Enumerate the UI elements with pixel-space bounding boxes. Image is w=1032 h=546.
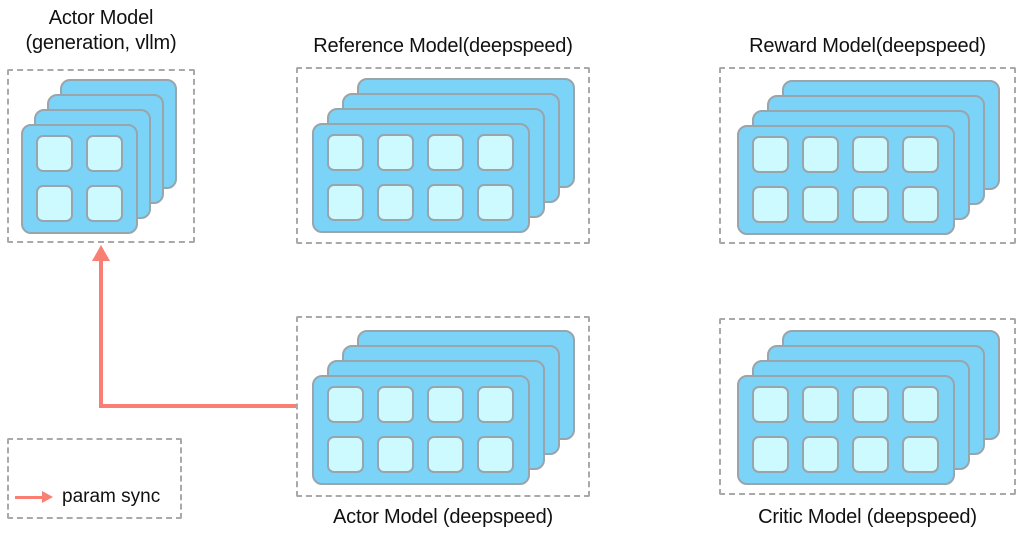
legend-label: param sync — [62, 486, 161, 507]
gpu-cell — [327, 184, 364, 221]
gpu-cell — [477, 436, 514, 473]
panel-title-reference-model: Reference Model(deepspeed) — [313, 35, 573, 57]
gpu-cell — [477, 386, 514, 423]
gpu-cell — [427, 184, 464, 221]
gpu-cell — [852, 186, 889, 223]
gpu-card-stack — [21, 79, 177, 234]
panel-title-actor-generation-vllm: Actor Model (generation, vllm) — [25, 7, 177, 54]
gpu-group-box-critic-model — [719, 318, 1016, 495]
gpu-cell — [477, 134, 514, 171]
panel-title-reward-model: Reward Model(deepspeed) — [749, 35, 986, 57]
gpu-cell — [377, 436, 414, 473]
gpu-cell — [427, 436, 464, 473]
gpu-cell — [802, 386, 839, 423]
gpu-card-stack — [737, 330, 1000, 485]
gpu-cell — [86, 135, 123, 172]
gpu-cell — [852, 436, 889, 473]
param-sync-arrow-icon — [15, 491, 53, 503]
gpu-card-stack — [737, 80, 1000, 235]
gpu-cell — [752, 386, 789, 423]
gpu-cell — [802, 436, 839, 473]
gpu-cell — [802, 136, 839, 173]
gpu-cell — [902, 436, 939, 473]
gpu-card-stack — [312, 330, 575, 485]
gpu-card — [737, 375, 955, 485]
legend-row: param sync — [15, 486, 160, 508]
gpu-card — [737, 125, 955, 235]
gpu-cell — [86, 185, 123, 222]
gpu-group-box-actor-deepspeed — [296, 316, 590, 497]
param-sync-arrow-vertical — [99, 258, 103, 408]
gpu-cell — [752, 136, 789, 173]
panel-title-actor-deepspeed: Actor Model (deepspeed) — [333, 506, 553, 528]
gpu-card — [21, 124, 138, 234]
gpu-cell — [36, 135, 73, 172]
gpu-card — [312, 375, 530, 485]
gpu-cell — [377, 134, 414, 171]
gpu-cell — [327, 386, 364, 423]
gpu-cell — [327, 436, 364, 473]
gpu-cell — [477, 184, 514, 221]
gpu-group-box-actor-generation-vllm — [7, 69, 195, 243]
gpu-cell — [377, 386, 414, 423]
gpu-cell — [902, 386, 939, 423]
gpu-cell — [902, 136, 939, 173]
param-sync-arrowhead-icon — [92, 245, 110, 261]
gpu-cell — [377, 184, 414, 221]
gpu-card — [312, 123, 530, 233]
gpu-cell — [752, 186, 789, 223]
gpu-group-box-reference-model — [296, 67, 590, 244]
panel-title-critic-model: Critic Model (deepspeed) — [758, 506, 977, 528]
gpu-cell — [36, 185, 73, 222]
gpu-cell — [852, 386, 889, 423]
param-sync-arrow-horizontal — [99, 404, 296, 408]
gpu-cell — [327, 134, 364, 171]
gpu-cell — [427, 386, 464, 423]
gpu-cell — [802, 186, 839, 223]
gpu-cell — [852, 136, 889, 173]
gpu-cell — [902, 186, 939, 223]
gpu-card-stack — [312, 78, 575, 233]
gpu-cell — [752, 436, 789, 473]
gpu-cell — [427, 134, 464, 171]
legend-box: param sync — [7, 438, 182, 519]
gpu-group-box-reward-model — [719, 67, 1016, 244]
